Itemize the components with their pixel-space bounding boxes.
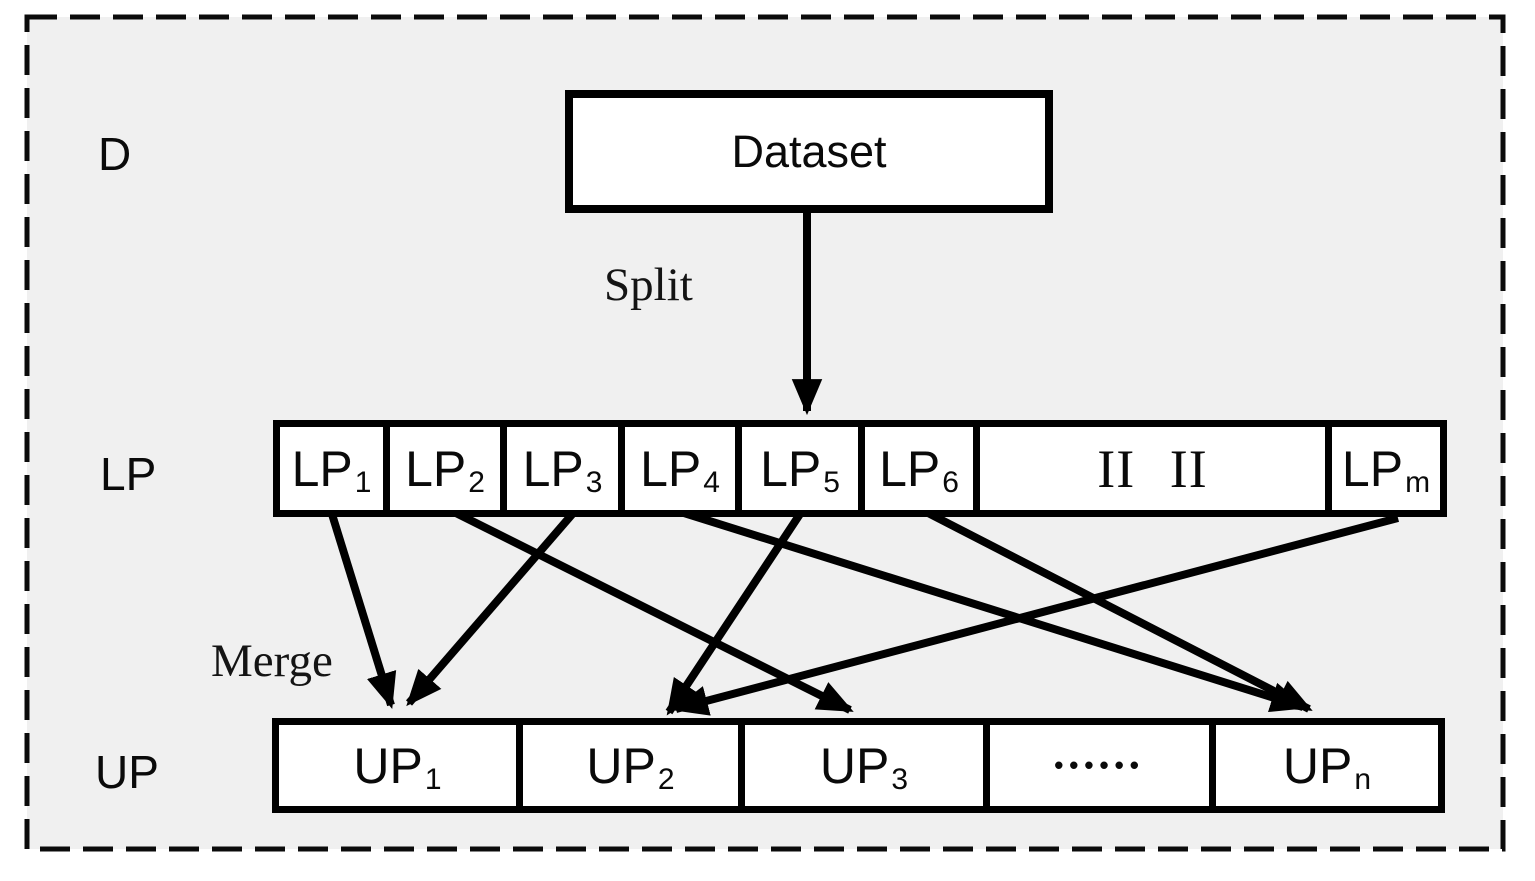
cell-subscript: n: [1354, 762, 1372, 796]
cell-subscript: 3: [891, 762, 909, 796]
arrow-lp5-to-up2: [665, 508, 806, 716]
cell-subscript: m: [1405, 465, 1431, 499]
cell-label: LP: [522, 440, 584, 497]
cell-label: UP: [1282, 737, 1353, 794]
cell-label: LP: [640, 440, 702, 497]
cell-subscript: 1: [354, 465, 372, 499]
arrow-lp3-to-up1: [405, 508, 579, 707]
cell-label: LP: [760, 440, 822, 497]
cell-subscript: 3: [585, 465, 603, 499]
up-cell-dots: ••••••: [990, 725, 1216, 806]
cell-label: ••••••: [1054, 750, 1145, 780]
split-label: Split: [604, 259, 693, 311]
cell-label: LP: [405, 440, 467, 497]
row-label-up: UP: [95, 746, 159, 798]
dataset-box: Dataset: [565, 90, 1053, 213]
cell-subscript: 1: [424, 762, 442, 796]
arrow-lp6-to-upn: [926, 509, 1313, 713]
cell-label: UP: [586, 737, 656, 794]
cell-subscript: 6: [942, 465, 959, 499]
cell-label: LP: [1341, 440, 1404, 497]
cell-label: UP: [353, 737, 423, 794]
lp-cell-roman: II II: [980, 427, 1332, 510]
arrow-lp1-to-up1: [327, 509, 397, 709]
cell-subscript: 5: [823, 465, 840, 499]
cell-subscript: 2: [468, 465, 485, 499]
row-label-d: D: [98, 128, 132, 180]
cell-subscript: 2: [657, 762, 675, 796]
merge-label: Merge: [211, 635, 333, 687]
arrow-lp4-to-upn: [682, 509, 1307, 713]
cell-label: UP: [819, 737, 890, 794]
dataset-label: Dataset: [731, 125, 887, 177]
cell-label: LP: [879, 440, 941, 497]
arrow-lpm-to-up2: [671, 514, 1400, 716]
cell-label: II II: [1097, 438, 1208, 499]
cell-subscript: 4: [703, 465, 720, 499]
row-label-lp: LP: [100, 448, 157, 500]
cell-label: LP: [291, 440, 353, 497]
